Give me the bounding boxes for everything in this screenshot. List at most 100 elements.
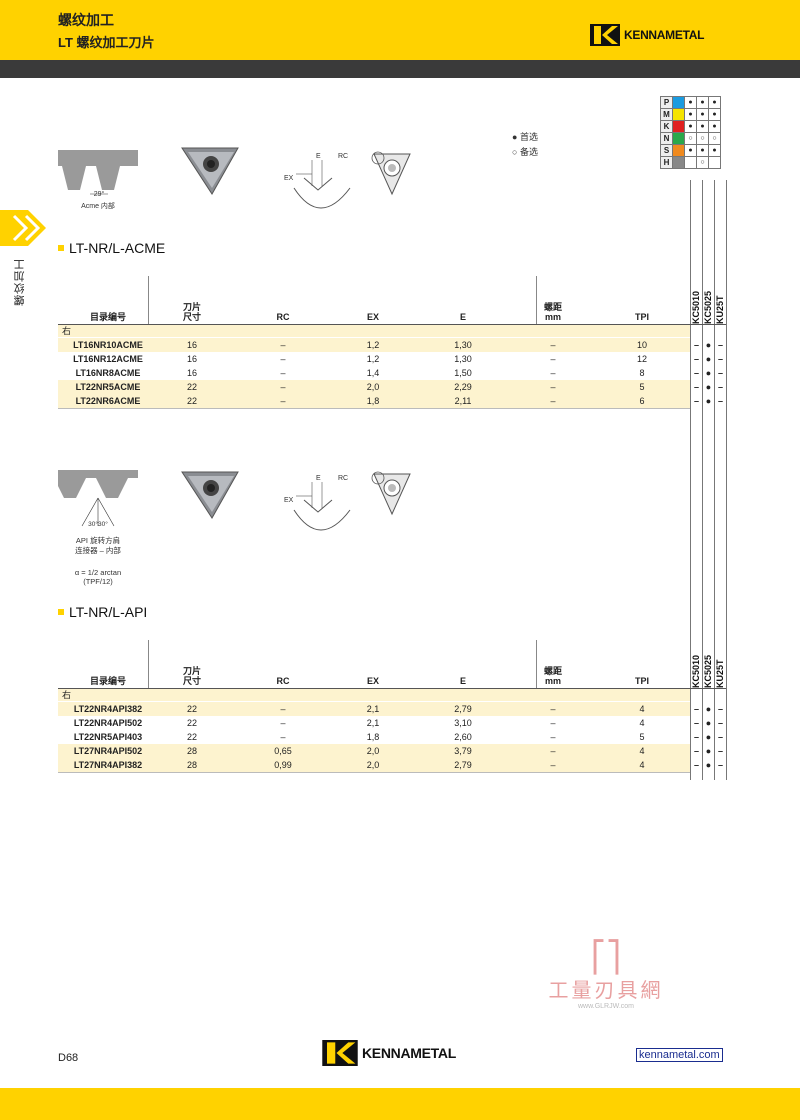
grade-mark: – xyxy=(717,382,723,392)
acme-caption: Acme 内部 xyxy=(81,201,115,210)
cell-rc: – xyxy=(280,368,286,378)
api-angle-label: 30°30° xyxy=(88,520,108,528)
legend-preferred: ● 首选 xyxy=(512,132,538,142)
cell-rc: – xyxy=(280,382,286,392)
material-grade-mark: ● xyxy=(696,96,709,109)
grade-col-line xyxy=(702,180,703,780)
grade-col-line xyxy=(714,180,715,780)
cell-rc: – xyxy=(280,340,286,350)
material-row: K●●● xyxy=(660,120,721,133)
footer-url-link[interactable]: kennametal.com xyxy=(636,1048,723,1062)
cell-code: LT22NR5ACME xyxy=(75,382,141,392)
header-divider xyxy=(536,640,537,688)
cell-code: LT22NR4API382 xyxy=(73,704,143,714)
col-header-rc: RC xyxy=(276,676,290,686)
cell-pitch: – xyxy=(550,396,556,406)
material-grade-table: P●●●M●●●K●●●N○○○S●●●H○ xyxy=(660,96,721,169)
footer-logo: KENNAMETAL xyxy=(322,1040,456,1066)
kennametal-k-icon xyxy=(322,1040,358,1066)
grade-mark: ● xyxy=(705,718,712,728)
cell-e: 2,79 xyxy=(454,704,472,714)
grade-mark: – xyxy=(717,354,723,364)
drawing-ex-label: EX xyxy=(284,497,294,504)
col-header-tpi: TPI xyxy=(634,676,649,686)
col-header-code: 目录编号 xyxy=(89,312,126,322)
grade-mark: ● xyxy=(705,760,712,770)
cell-code: LT16NR8ACME xyxy=(75,368,141,378)
side-tab-label: 螺纹加工 xyxy=(14,258,26,306)
cell-rc: – xyxy=(280,396,286,406)
cell-size: 22 xyxy=(186,704,197,714)
drawing-ex-label: EX xyxy=(284,175,294,182)
material-grade-mark: ● xyxy=(696,108,709,121)
material-code: P xyxy=(660,96,673,109)
watermark: ⎡⎤ 工量刃具網 www.GLRJW.com xyxy=(536,941,676,1011)
material-color-swatch xyxy=(672,108,685,121)
col-header-e: E xyxy=(459,676,466,686)
material-row: H○ xyxy=(660,156,721,169)
api-insert-photo xyxy=(181,471,239,519)
table-row xyxy=(58,394,690,409)
grade-mark: – xyxy=(717,718,723,728)
cell-size: 28 xyxy=(186,746,197,756)
cell-ex: 2,0 xyxy=(366,746,380,756)
grade-mark: ● xyxy=(705,354,712,364)
api-caption1: API 旋转方肩 xyxy=(75,536,121,545)
cell-pitch: – xyxy=(550,760,556,770)
material-grade-mark: ● xyxy=(708,108,721,121)
col-header-size: 刀片 尺寸 xyxy=(182,302,201,322)
material-row: P●●● xyxy=(660,96,721,109)
grade-mark: – xyxy=(717,704,723,714)
cell-pitch: – xyxy=(550,718,556,728)
grade-col-line xyxy=(690,180,691,780)
material-grade-mark: ● xyxy=(684,96,697,109)
grade-mark: ● xyxy=(705,732,712,742)
cell-rc: – xyxy=(280,718,286,728)
grade-header: KC5025 xyxy=(703,654,713,688)
section1-title: LT-NR/L-ACME xyxy=(58,240,165,256)
cell-code: LT22NR6ACME xyxy=(75,396,141,406)
col-header-code: 目录编号 xyxy=(89,676,126,686)
cell-pitch: – xyxy=(550,732,556,742)
material-grade-mark: ● xyxy=(696,144,709,157)
cell-size: 16 xyxy=(186,368,197,378)
grade-mark: – xyxy=(717,368,723,378)
acme-insert-photo xyxy=(181,147,239,195)
cell-code: LT22NR5API403 xyxy=(73,732,143,742)
material-grade-mark: ● xyxy=(708,120,721,133)
cell-size: 22 xyxy=(186,396,197,406)
grade-mark: – xyxy=(717,760,723,770)
grade-mark: – xyxy=(717,396,723,406)
header-rule xyxy=(58,688,726,689)
grade-col-line xyxy=(726,180,727,780)
cell-e: 1,30 xyxy=(454,340,472,350)
cell-code: LT16NR12ACME xyxy=(73,354,143,364)
header-logo: KENNAMETAL xyxy=(590,24,704,46)
cell-size: 22 xyxy=(186,382,197,392)
api-insert-top-view xyxy=(371,471,411,516)
grade-mark: ● xyxy=(705,704,712,714)
api-caption2: 连接器 – 内部 xyxy=(75,546,121,555)
cell-pitch: – xyxy=(550,354,556,364)
material-grade-mark: ● xyxy=(708,96,721,109)
cell-size: 16 xyxy=(186,340,197,350)
cell-pitch: – xyxy=(550,368,556,378)
material-code: S xyxy=(660,144,673,157)
header-divider xyxy=(148,276,149,324)
material-code: K xyxy=(660,120,673,133)
watermark-logo-icon: ⎡⎤ xyxy=(591,941,621,974)
material-grade-mark xyxy=(708,156,721,169)
grade-mark: – xyxy=(693,760,699,770)
cell-e: 2,60 xyxy=(454,732,472,742)
cell-code: LT22NR4API502 xyxy=(73,718,143,728)
grade-mark: – xyxy=(693,732,699,742)
section-square-icon xyxy=(58,609,64,615)
grade-mark: – xyxy=(693,340,699,350)
watermark-text: 工量刃具網 xyxy=(548,980,664,1002)
cell-rc: 0,99 xyxy=(274,760,292,770)
grade-mark: – xyxy=(693,746,699,756)
acme-drawing: E RC EX xyxy=(284,153,351,209)
cell-pitch: – xyxy=(550,382,556,392)
material-row: S●●● xyxy=(660,144,721,157)
grade-mark: – xyxy=(693,396,699,406)
